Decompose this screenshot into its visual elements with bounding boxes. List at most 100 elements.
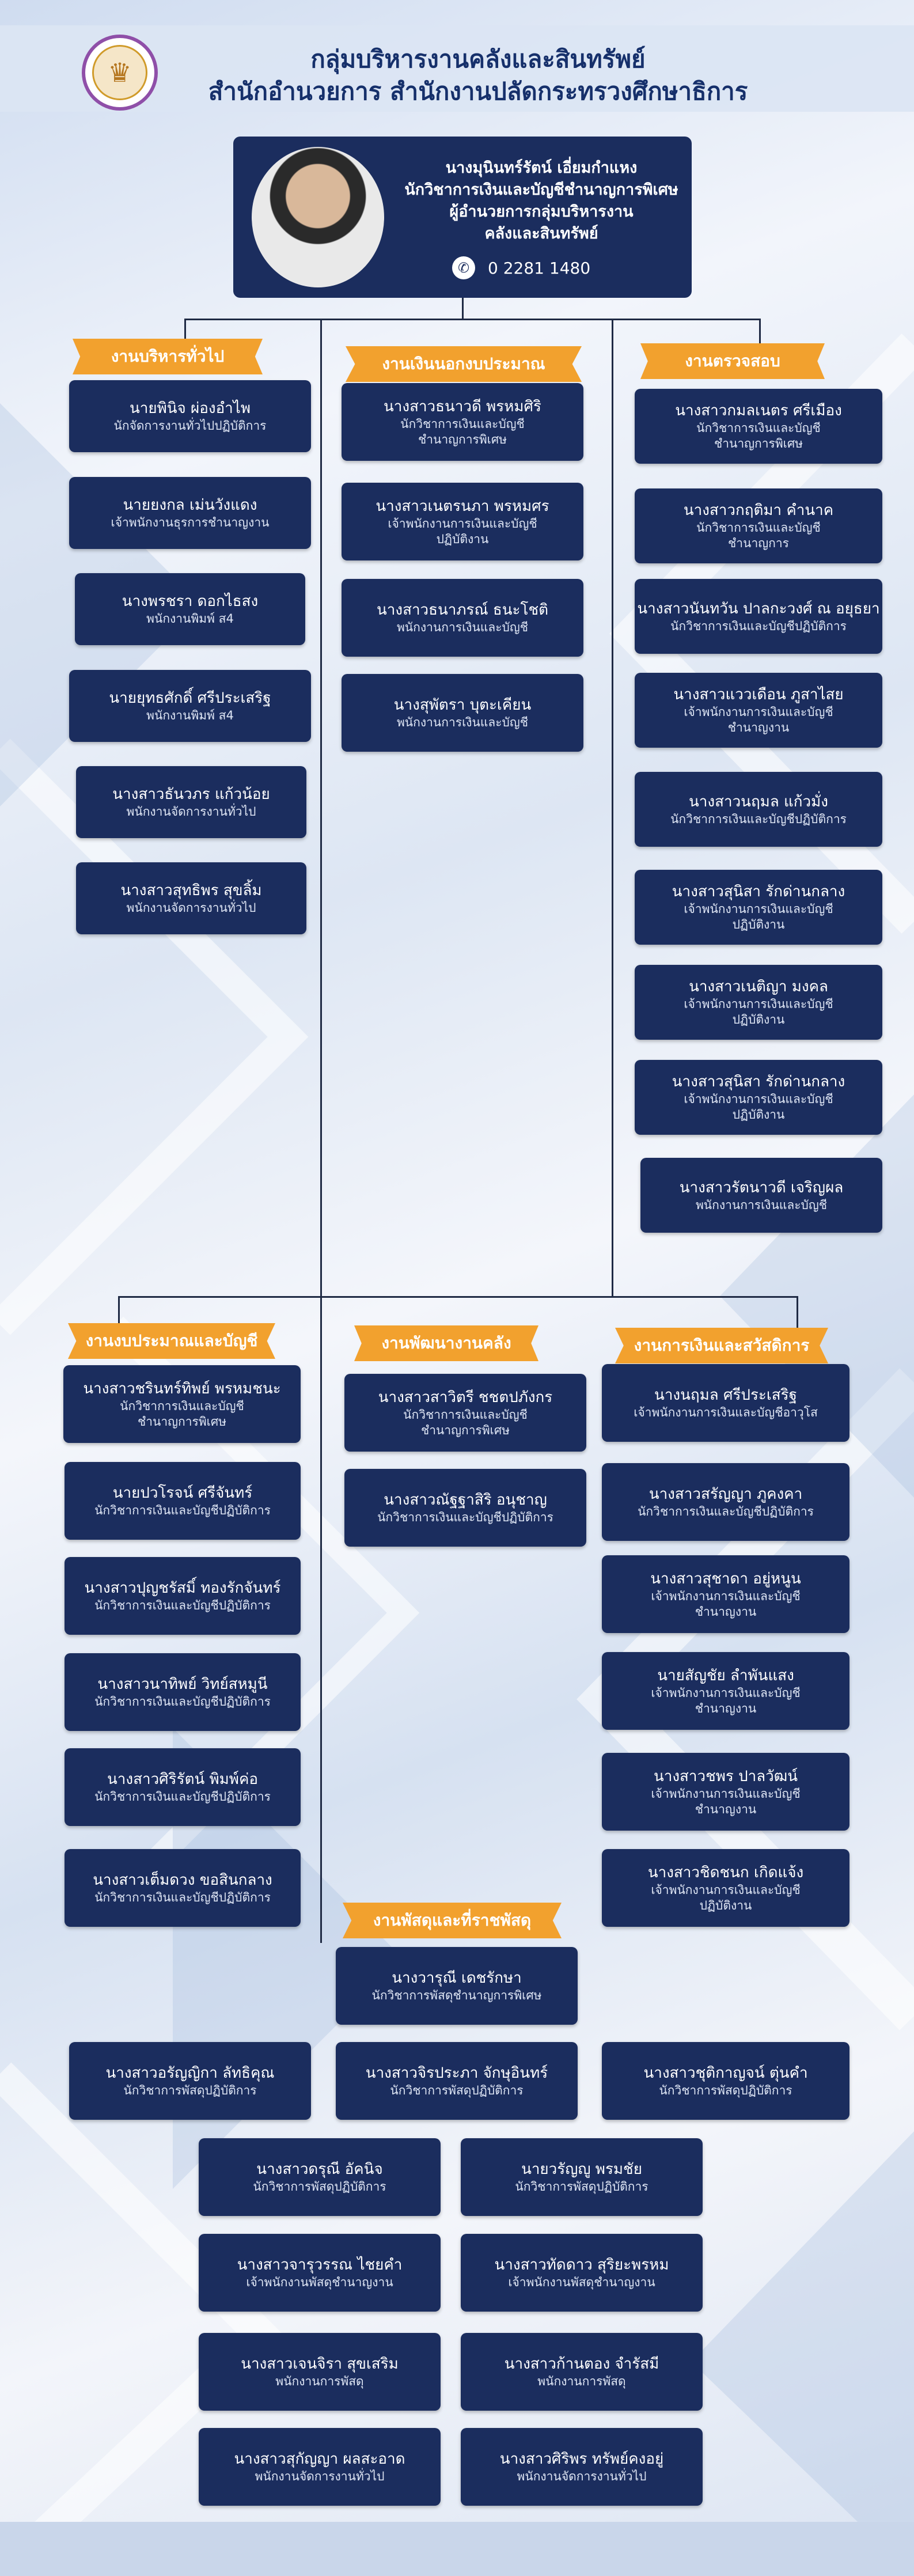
section-title-budget-accounting: งานงบประมาณและบัญชี bbox=[68, 1323, 275, 1359]
staff-position: พนักงานพิมพ์ ส4 bbox=[146, 708, 234, 723]
staff-position: พนักงานการเงินและบัญชี bbox=[696, 1198, 827, 1213]
staff-position: นักวิชาการพัสดุปฏิบัติการ bbox=[515, 2179, 648, 2195]
staff-card: นางสาวเต็มดวง ขอสินกลางนักวิชาการเงินและ… bbox=[65, 1849, 301, 1927]
director-photo bbox=[252, 147, 384, 287]
director-info: นางมุนินทร์รัตน์ เอี่ยมกำแหง นักวิชาการเ… bbox=[400, 157, 682, 245]
staff-position-line: ชำนาญการพิเศษ bbox=[714, 437, 803, 450]
staff-position: นักวิชาการพัสดุชำนาญการพิเศษ bbox=[371, 1988, 541, 2003]
footer-band bbox=[0, 2522, 914, 2576]
staff-position-line: พนักงานจัดการงานทั่วไป bbox=[255, 2469, 385, 2483]
staff-position-line: ปฏิบัติงาน bbox=[436, 532, 489, 546]
staff-position-line: นักวิชาการพัสดุปฏิบัติการ bbox=[659, 2083, 792, 2097]
staff-position-line: นักวิชาการพัสดุปฏิบัติการ bbox=[390, 2083, 524, 2097]
staff-name: นางสาวรัตนาวดี เจริญผล bbox=[679, 1179, 844, 1196]
staff-card: นางสาวกมลเนตร ศรีเมืองนักวิชาการเงินและบ… bbox=[635, 389, 882, 464]
staff-position-line: พนักงานการพัสดุ bbox=[275, 2374, 364, 2388]
staff-position: นักวิชาการเงินและบัญชีชำนาญการ bbox=[696, 520, 821, 551]
connector-line bbox=[118, 1296, 798, 1298]
staff-position: นักวิชาการพัสดุปฏิบัติการ bbox=[253, 2179, 386, 2195]
staff-position-line: ปฏิบัติงาน bbox=[732, 1013, 785, 1026]
section-title-audit: งานตรวจสอบ bbox=[640, 343, 825, 379]
staff-position-line: เจ้าพนักงานการเงินและบัญชี bbox=[684, 902, 833, 916]
staff-name: นางสาวณัฐฐาสิริ อนุชาญ bbox=[384, 1491, 547, 1509]
staff-position-line: นักวิชาการเงินและบัญชีปฏิบัติการ bbox=[94, 1790, 271, 1804]
staff-name: นายปวโรจน์ ศรีจันทร์ bbox=[112, 1484, 253, 1502]
staff-position: นักวิชาการเงินและบัญชีปฏิบัติการ bbox=[94, 1694, 271, 1710]
staff-position: นักวิชาการเงินและบัญชีปฏิบัติการ bbox=[94, 1890, 271, 1906]
staff-position: นักวิชาการเงินและบัญชีชำนาญการพิเศษ bbox=[400, 416, 525, 448]
staff-position: นักวิชาการเงินและบัญชีชำนาญการพิเศษ bbox=[403, 1407, 528, 1438]
staff-name: นางพรชรา ดอกไธสง bbox=[122, 593, 259, 610]
staff-position-line: นักจัดการงานทั่วไปปฏิบัติการ bbox=[113, 419, 267, 433]
staff-name: นางสาวสุกัญญา ผลสะอาด bbox=[234, 2450, 405, 2468]
staff-position: เจ้าพนักงานธุรการชำนาญงาน bbox=[111, 515, 270, 531]
staff-position: เจ้าพนักงานการเงินและบัญชีปฏิบัติงาน bbox=[684, 901, 833, 933]
staff-position-line: พนักงานการพัสดุ bbox=[537, 2374, 626, 2388]
staff-card: นางสาวรัตนาวดี เจริญผลพนักงานการเงินและบ… bbox=[640, 1158, 882, 1233]
connector-line bbox=[797, 1296, 798, 1331]
staff-position: เจ้าพนักงานการเงินและบัญชีปฏิบัติงาน bbox=[388, 516, 537, 547]
director-position: ผู้อำนวยการกลุ่มบริหารงาน bbox=[449, 203, 634, 221]
staff-position-line: ปฏิบัติงาน bbox=[732, 918, 785, 931]
staff-card: นางสาวสาวิตรี ชชตปภังกรนักวิชาการเงินและ… bbox=[344, 1374, 586, 1452]
connector-line bbox=[759, 319, 761, 359]
staff-position: นักวิชาการพัสดุปฏิบัติการ bbox=[659, 2083, 792, 2098]
staff-name: นางสาวสรัญญา ภูคงคา bbox=[648, 1486, 803, 1503]
staff-position-line: เจ้าพนักงานการเงินและบัญชี bbox=[388, 516, 537, 531]
director-name: นางมุนินทร์รัตน์ เอี่ยมกำแหง bbox=[445, 159, 638, 177]
staff-name: นายสัญชัย ลำพันแสง bbox=[657, 1666, 794, 1684]
staff-position-line: เจ้าพนักงานการเงินและบัญชี bbox=[651, 1589, 801, 1603]
staff-name: นางสาวอรัญญิกา ลัทธิคุณ bbox=[105, 2064, 275, 2082]
staff-name: นางสาวเจนจิรา สุขเสริม bbox=[241, 2355, 399, 2373]
staff-position-line: เจ้าพนักงานพัสดุชำนาญงาน bbox=[246, 2275, 393, 2289]
staff-card: นางสาวสุนิสา รักด่านกลางเจ้าพนักงานการเง… bbox=[635, 870, 882, 945]
staff-position-line: ชำนาญงาน bbox=[695, 1604, 757, 1619]
staff-card: นายยุทธศักดิ์ ศรีประเสริฐพนักงานพิมพ์ ส4 bbox=[69, 670, 311, 742]
staff-card: นางสาวสุกัญญา ผลสะอาดพนักงานจัดการงานทั่… bbox=[199, 2428, 441, 2506]
staff-card: นางสาวสุชาดา อยู่หนูนเจ้าพนักงานการเงินแ… bbox=[602, 1555, 849, 1633]
staff-position-line: นักวิชาการเงินและบัญชีปฏิบัติการ bbox=[94, 1598, 271, 1612]
staff-card: นายสัญชัย ลำพันแสงเจ้าพนักงานการเงินและบ… bbox=[602, 1652, 849, 1730]
staff-card: นางสาวชุติกาญจน์ ตุ่นคำนักวิชาการพัสดุปฏ… bbox=[602, 2042, 849, 2120]
staff-name: นางสาวจารุวรรณ ไชยคำ bbox=[237, 2256, 403, 2274]
staff-card: นายวรัญญู พรมชัยนักวิชาการพัสดุปฏิบัติกา… bbox=[461, 2138, 703, 2216]
staff-position: นักวิชาการพัสดุปฏิบัติการ bbox=[123, 2083, 256, 2098]
staff-position-line: นักวิชาการพัสดุปฏิบัติการ bbox=[515, 2180, 648, 2194]
section-title-treasury: งานพัฒนางานคลัง bbox=[354, 1325, 538, 1361]
staff-position-line: เจ้าพนักงานธุรการชำนาญงาน bbox=[111, 516, 270, 529]
staff-position-line: พนักงานการเงินและบัญชี bbox=[396, 620, 529, 634]
staff-card: นางสาวเนตรนภา พรหมศรเจ้าพนักงานการเงินแล… bbox=[342, 483, 583, 560]
director-position: คลังและสินทรัพย์ bbox=[484, 225, 598, 243]
staff-position-line: พนักงานจัดการงานทั่วไป bbox=[126, 901, 256, 915]
connector-line bbox=[612, 319, 613, 1298]
staff-position-line: ชำนาญการพิเศษ bbox=[420, 1423, 510, 1437]
staff-position: นักวิชาการพัสดุปฏิบัติการ bbox=[390, 2083, 523, 2098]
staff-name: นายยงกล เม่นวังแดง bbox=[123, 497, 257, 514]
staff-card: นางสาวสรัญญา ภูคงคานักวิชาการเงินและบัญช… bbox=[602, 1463, 849, 1541]
staff-position-line: เจ้าพนักงานพัสดุชำนาญงาน bbox=[508, 2275, 655, 2289]
staff-position-line: นักวิชาการเงินและบัญชีปฏิบัติการ bbox=[94, 1891, 271, 1904]
staff-name: นางสาวธนาภรณ์ ธนะโชติ bbox=[377, 601, 548, 619]
section-title-supplies: งานพัสดุและที่ราชพัสดุ bbox=[343, 1903, 562, 1938]
staff-position: เจ้าพนักงานการเงินและบัญชีชำนาญงาน bbox=[651, 1589, 800, 1620]
staff-position: พนักงานจัดการงานทั่วไป bbox=[517, 2469, 647, 2484]
staff-position: เจ้าพนักงานการเงินและบัญชีปฏิบัติงาน bbox=[684, 1092, 833, 1123]
section-title-general: งานบริหารทั่วไป bbox=[73, 339, 263, 374]
director-card: นางมุนินทร์รัตน์ เอี่ยมกำแหง นักวิชาการเ… bbox=[233, 137, 692, 298]
staff-name: นางสาวก้านตอง จำรัสมี bbox=[504, 2355, 659, 2373]
staff-name: นางสาวนฤมล แก้วมั่ง bbox=[689, 793, 828, 810]
staff-position-line: เจ้าพนักงานการเงินและบัญชี bbox=[684, 1092, 833, 1106]
staff-position: นักวิชาการเงินและบัญชีชำนาญการพิเศษ bbox=[696, 421, 821, 452]
staff-card: นางสาวธนาภรณ์ ธนะโชติพนักงานการเงินและบั… bbox=[342, 579, 583, 657]
staff-name: นางสาวศิริรัตน์ พิมพ์ค่อ bbox=[107, 1771, 258, 1788]
staff-name: นางสาวชรินทร์ทิพย์ พรหมชนะ bbox=[83, 1380, 281, 1397]
staff-name: นางสาวกฤติมา คำนาค bbox=[683, 502, 834, 519]
staff-position-line: เจ้าพนักงานการเงินและบัญชี bbox=[651, 1786, 801, 1801]
staff-position-line: เจ้าพนักงานการเงินและบัญชี bbox=[684, 705, 833, 719]
staff-card: นางสาวสุนิสา รักด่านกลางเจ้าพนักงานการเง… bbox=[635, 1060, 882, 1135]
staff-card: นางสาวจิรประภา จักษุอินทร์นักวิชาการพัสด… bbox=[336, 2042, 578, 2120]
staff-position-line: เจ้าพนักงานการเงินและบัญชี bbox=[651, 1882, 801, 1897]
staff-name: นายยุทธศักดิ์ ศรีประเสริฐ bbox=[109, 690, 271, 707]
phone-icon: ✆ bbox=[452, 256, 475, 279]
staff-name: นางสาวสุนิสา รักด่านกลาง bbox=[672, 883, 845, 900]
